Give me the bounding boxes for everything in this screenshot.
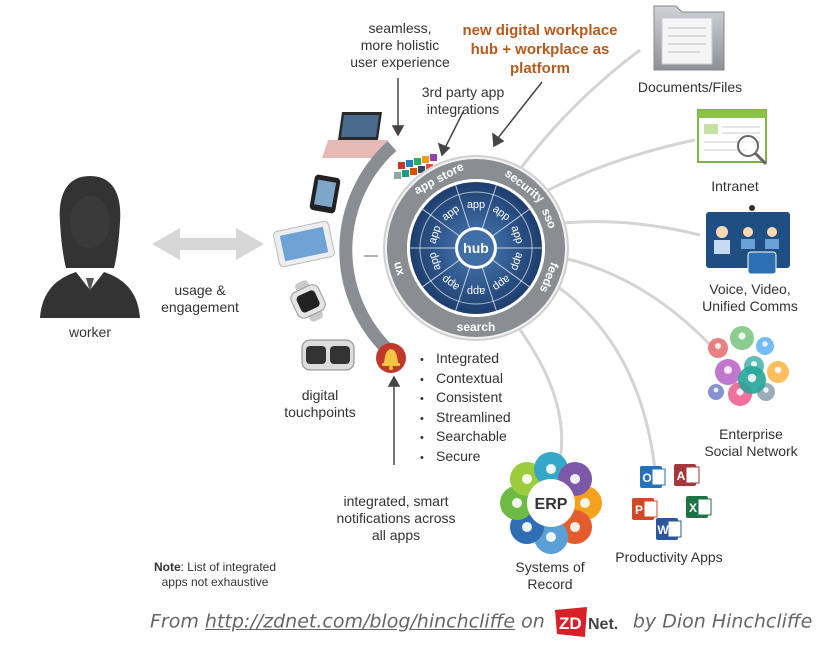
social-avatar <box>751 361 757 367</box>
annotation-arrows <box>387 78 543 465</box>
intranet-icon <box>697 109 768 166</box>
touchpoint-arc <box>339 141 397 357</box>
office-app-letter: X <box>689 501 697 515</box>
watch-icon <box>290 280 326 322</box>
new-hub-label: new digital workplace hub + workplace as… <box>462 22 618 77</box>
office-app-letter: O <box>642 471 651 485</box>
erp-petal-glyph <box>546 532 556 542</box>
list-item: Secure <box>420 448 511 468</box>
list-item: Streamlined <box>420 409 511 429</box>
hub-app-label: app <box>427 224 444 245</box>
erp-petal-glyph <box>512 498 522 508</box>
office-app-page <box>643 500 658 518</box>
usage-arrow <box>152 228 264 260</box>
svg-text:ZD: ZD <box>559 614 582 633</box>
social-avatar <box>762 341 768 347</box>
productivity-label: Productivity Apps <box>615 549 723 565</box>
hub-app-label: app <box>508 224 525 245</box>
social-avatar <box>724 366 732 374</box>
documents-label: Documents/Files <box>637 79 743 95</box>
footer-url[interactable]: http://zdnet.com/blog/hinchcliffe <box>204 610 516 633</box>
erp-petal-glyph <box>580 498 590 508</box>
office-app-letter: A <box>677 469 686 483</box>
notifications-label: integrated, smart notifications across a… <box>336 493 456 543</box>
erp-icon: ERP <box>500 452 602 554</box>
usage-label: usage & engagement <box>161 282 239 315</box>
footer-on: on <box>521 610 545 633</box>
worker-icon <box>40 176 140 318</box>
social-avatar <box>763 387 769 393</box>
video-conference-icon <box>706 205 790 275</box>
hub-app-label: app <box>467 285 485 297</box>
svg-text:Net.: Net. <box>588 616 618 633</box>
erp-petal-glyph <box>521 522 532 533</box>
note-bold: Note <box>153 560 181 574</box>
notification-bell-icon <box>376 343 406 373</box>
office-app-letter: P <box>635 503 643 517</box>
touchpoints-label: digital touchpoints <box>284 387 356 420</box>
office-app-page <box>685 466 700 484</box>
laptop-icon <box>322 112 388 158</box>
records-label: Systems of Record <box>515 559 585 592</box>
worker-label: worker <box>68 324 111 340</box>
hub-app-label: app <box>467 199 485 211</box>
folder-icon <box>653 5 725 71</box>
erp-petal-glyph <box>546 464 556 474</box>
social-avatar <box>736 388 744 396</box>
hub-center-label: hub <box>463 240 489 256</box>
office-app-page <box>697 498 712 516</box>
list-item: Consistent <box>420 389 511 409</box>
social-avatar <box>715 343 721 349</box>
hub-ring-label: ux <box>391 260 408 277</box>
list-item: Searchable <box>420 428 511 448</box>
third-party-label: 3rd party app integrations <box>421 84 505 117</box>
qualities-list: Integrated Contextual Consistent Streaml… <box>420 350 511 468</box>
footer-credit: From http://zdnet.com/blog/hinchcliffe o… <box>150 607 812 637</box>
hub-ring-label: search <box>457 320 496 334</box>
social-avatar <box>713 387 719 393</box>
list-item: Integrated <box>420 350 511 370</box>
phone-icon <box>309 174 341 214</box>
social-avatar <box>747 373 757 383</box>
intranet-label: Intranet <box>711 178 759 194</box>
office-icons: O A P X W <box>632 464 712 540</box>
erp-label: ERP <box>535 496 568 513</box>
footer-by: by Dion Hinchcliffe <box>632 610 813 633</box>
tablet-icon <box>273 220 335 268</box>
erp-petal-glyph <box>570 473 581 484</box>
erp-petal-glyph <box>521 473 532 484</box>
vr-headset-icon <box>301 339 355 371</box>
voice-label: Voice, Video, Unified Comms <box>702 281 798 314</box>
office-app-letter: W <box>657 523 669 537</box>
hub-app-label: app <box>427 251 444 272</box>
office-app-page <box>667 520 682 538</box>
social-label: Enterprise Social Network <box>704 426 798 459</box>
note-text: : List of integrated apps not exhaustive <box>161 560 277 589</box>
social-network-icon <box>708 326 789 406</box>
hub-app-label: app <box>508 251 525 272</box>
list-item: Contextual <box>420 370 511 390</box>
office-app-page <box>651 468 666 486</box>
footer-from: From <box>150 610 199 633</box>
erp-petal-glyph <box>570 522 581 533</box>
seamless-label: seamless, more holistic user experience <box>350 20 450 70</box>
social-avatar <box>774 366 782 374</box>
erp-center <box>527 479 575 527</box>
note: Note: List of integrated apps not exhaus… <box>130 560 300 590</box>
social-avatar <box>738 332 746 340</box>
zdnet-logo: ZD Net. <box>554 607 618 637</box>
